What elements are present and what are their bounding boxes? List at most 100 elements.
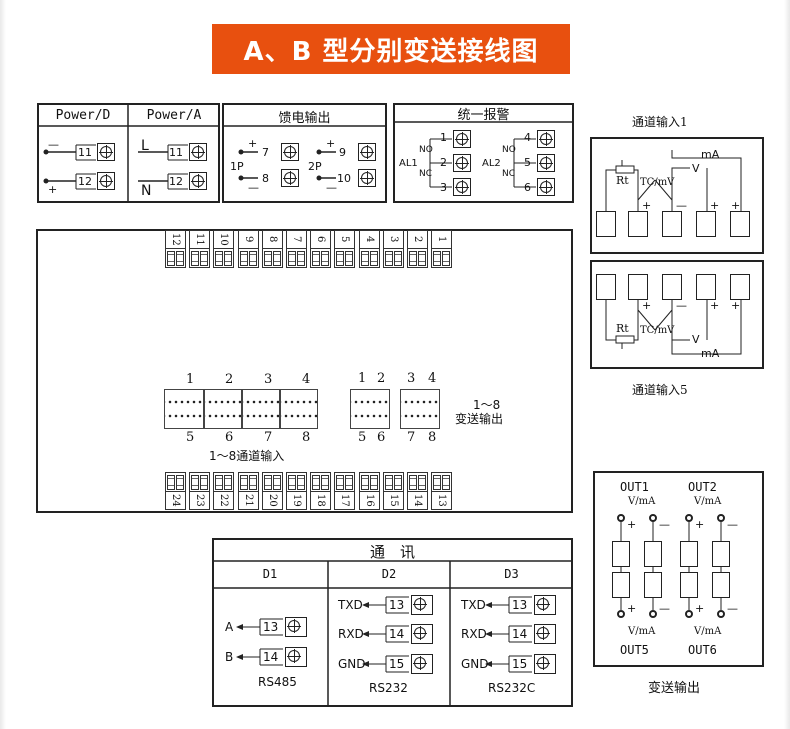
alarm-al1-no: NO: [419, 145, 433, 155]
board-terminal: 5: [334, 230, 355, 268]
input-caption: 1～8通道输入: [209, 449, 285, 463]
input-bottom-5: 5: [186, 430, 195, 445]
board-terminal: 15: [383, 472, 404, 510]
board-terminal: 19: [286, 472, 307, 510]
screw-icon: [409, 251, 417, 266]
screw-icon: [273, 251, 281, 266]
output-top-2: 2: [377, 371, 386, 386]
d1-a: A: [225, 620, 234, 634]
power-a-n: N: [141, 183, 152, 199]
screw-icon: [312, 475, 320, 490]
board-terminal-number: 8: [263, 231, 282, 249]
screw-icon: [215, 475, 223, 490]
screw-terminal-icon: [281, 169, 299, 187]
power-d-plus: +: [48, 183, 58, 196]
output-caption-range: 1～8: [473, 398, 501, 412]
screw-icon: [336, 475, 344, 490]
board-terminal-number: 9: [239, 231, 258, 249]
alarm-al2-no: NO: [502, 145, 516, 155]
screw-icon: [249, 475, 257, 490]
screw-icon: [361, 251, 369, 266]
screw-icon: [312, 251, 320, 266]
board-terminal-number: 20: [263, 491, 282, 509]
output-caption-text: 变送输出: [455, 412, 504, 426]
board-terminal: 11: [189, 230, 210, 268]
channel1-ma: mA: [701, 148, 720, 161]
screw-terminal-icon: [97, 143, 115, 161]
d2-term-14: 14: [389, 627, 405, 641]
screw-terminal-icon: [285, 647, 307, 667]
board-terminal: 1: [431, 230, 452, 268]
out2-label: OUT2: [688, 480, 717, 494]
comm-d1: D1: [262, 567, 278, 581]
alarm-title: 统一报警: [457, 108, 510, 123]
board-terminal-number: 13: [432, 491, 451, 509]
channel1-plus-1: +: [642, 199, 652, 212]
board-terminal: 18: [310, 472, 331, 510]
board-terminal-number: 5: [335, 231, 354, 249]
screw-terminal-icon: [358, 143, 376, 161]
output-top-4: 4: [428, 371, 437, 386]
screw-icon: [176, 475, 184, 490]
board-terminal-number: 3: [384, 231, 403, 249]
channel5-terminal: [628, 274, 648, 300]
d3-rs232c: RS232C: [488, 681, 536, 695]
d1-term-14: 14: [263, 650, 279, 664]
comm-d2: D2: [381, 567, 397, 581]
out5-plus: +: [627, 602, 637, 615]
board-terminal-number: 21: [239, 491, 258, 509]
channel1-terminal: [696, 211, 716, 237]
comm-title: 通 讯: [369, 543, 415, 561]
d1-term-13: 13: [263, 620, 279, 634]
board-terminal-number: 22: [214, 491, 233, 509]
channel5-terminal: [696, 274, 716, 300]
board-terminal-number: 4: [360, 231, 379, 249]
d1-rs485: RS485: [258, 675, 297, 689]
pin-header: [350, 389, 390, 429]
screw-terminal-icon: [537, 130, 555, 148]
screw-terminal-icon: [411, 595, 433, 615]
out1-minus: —: [659, 518, 670, 531]
board-terminal: 21: [238, 472, 259, 510]
channel5-plus-2: +: [710, 299, 720, 312]
screw-icon: [385, 475, 393, 490]
channel1-terminal: [730, 211, 750, 237]
screw-icon: [442, 251, 450, 266]
d3-gnd: GND: [461, 657, 489, 671]
board-terminal-number: 10: [214, 231, 233, 249]
power-d-minus: —: [48, 138, 59, 151]
input-top-3: 3: [264, 372, 273, 387]
board-terminal: 17: [334, 472, 355, 510]
out5-minus: —: [659, 602, 670, 615]
board-terminal: 7: [286, 230, 307, 268]
screw-terminal-icon: [453, 154, 471, 172]
screw-icon: [321, 251, 329, 266]
channel5-tc: TC/mV: [640, 325, 675, 336]
d3-txd: TXD: [461, 598, 486, 612]
alarm-term-1-label: 1: [440, 131, 447, 144]
alarm-term-3-label: 3: [440, 181, 447, 194]
screw-icon: [418, 475, 426, 490]
channel5-ma: mA: [701, 347, 720, 360]
screw-icon: [394, 251, 402, 266]
board-terminal: 6: [310, 230, 331, 268]
board-terminal: 4: [359, 230, 380, 268]
board-terminal: 9: [238, 230, 259, 268]
board-terminal-number: 1: [432, 231, 451, 249]
channel1-terminal: [628, 211, 648, 237]
screw-icon: [336, 251, 344, 266]
comm-box: [212, 538, 573, 707]
output-top-3: 3: [407, 371, 416, 386]
channel1-caption: 通道输入1: [632, 115, 688, 129]
screw-icon: [321, 475, 329, 490]
channel1-rt: Rt: [616, 174, 629, 187]
d2-txd: TXD: [338, 598, 363, 612]
feed-term-9-label: 9: [339, 146, 346, 159]
transmit-output-caption: 变送输出: [648, 681, 701, 696]
screw-icon: [200, 251, 208, 266]
channel5-plus-1: +: [642, 299, 652, 312]
input-top-2: 2: [225, 372, 234, 387]
board-terminal-number: 17: [335, 491, 354, 509]
